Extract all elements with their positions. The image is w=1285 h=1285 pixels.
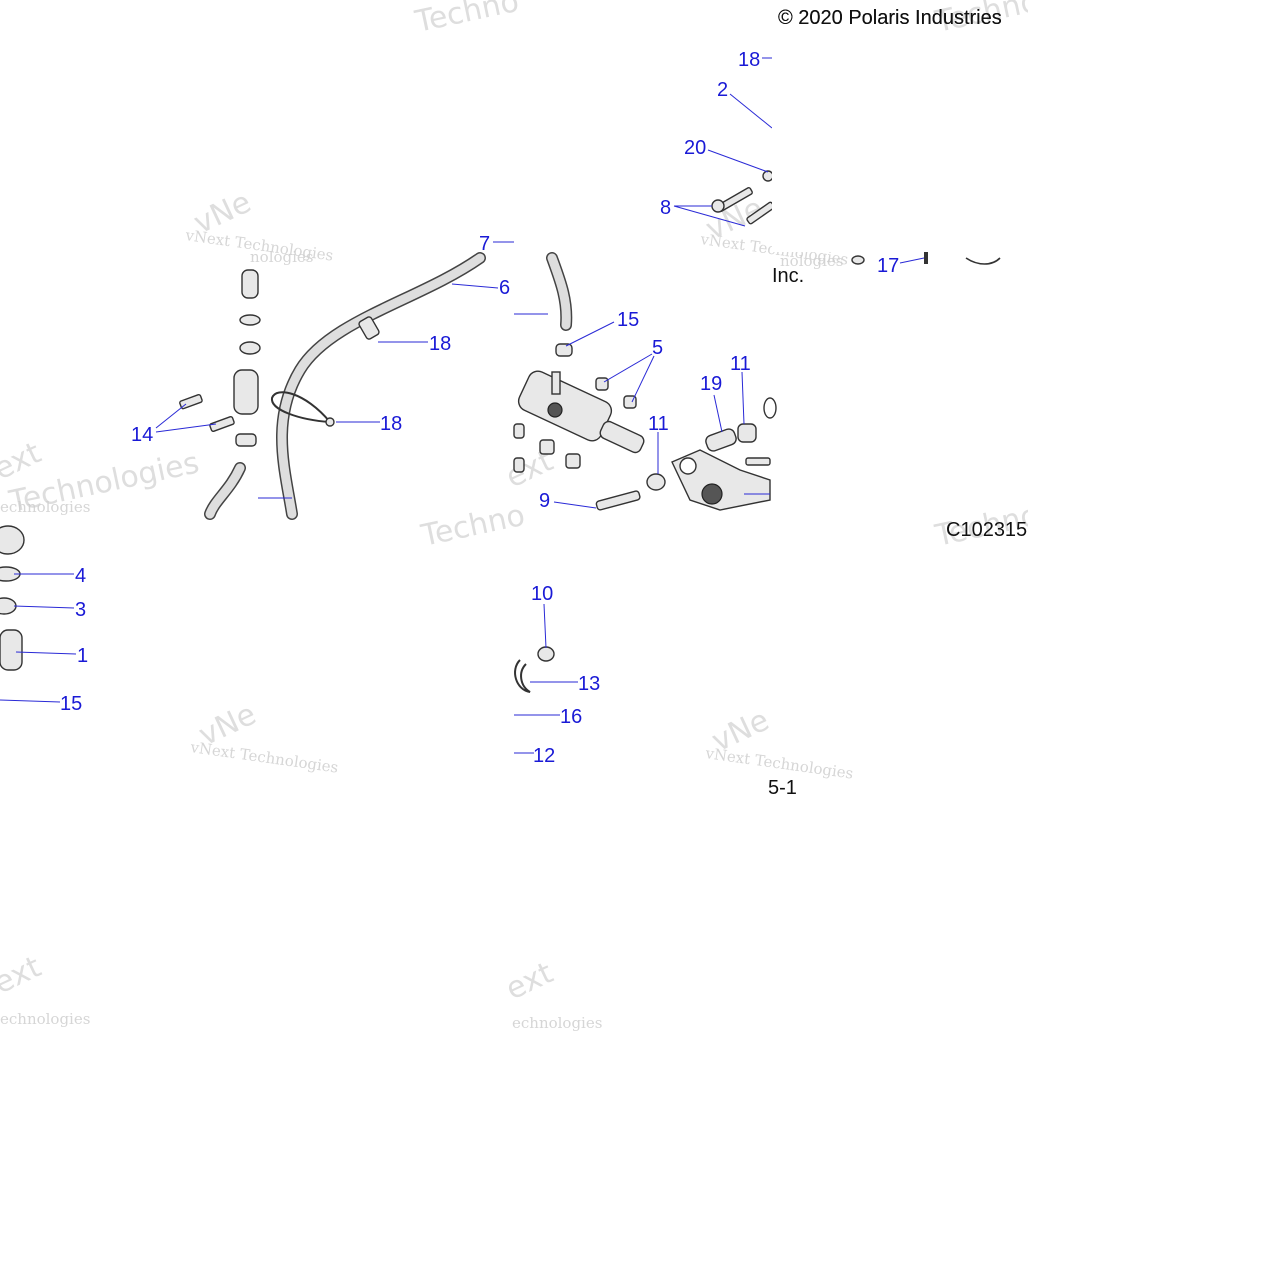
brake-hose	[204, 252, 573, 520]
copyright-text: © 2020 Polaris Industries	[778, 7, 1002, 29]
callout-5: 5	[652, 337, 663, 359]
diagram-code: C102315	[946, 519, 1027, 541]
callout-13: 13	[578, 673, 600, 695]
watermark-fragment: ext	[501, 955, 559, 1007]
callout-3: 3	[75, 599, 86, 621]
leader-lines	[0, 57, 925, 754]
callout-6: 6	[499, 277, 510, 299]
callout-18: 18	[429, 333, 451, 355]
bolt-part	[711, 170, 775, 225]
callout-2: 2	[717, 79, 728, 101]
callout-11: 11	[648, 413, 669, 435]
page-number-fragment: 5-1	[768, 777, 797, 799]
callout-8: 8	[660, 197, 671, 219]
copyright-text: © 2020 Polaris Industries	[778, 7, 1002, 29]
callout-11: 11	[730, 353, 751, 375]
callout-9: 9	[539, 490, 550, 512]
hardware-upper-right	[851, 252, 1001, 265]
callout-18: 18	[738, 49, 760, 71]
watermark-fragment: echnologies	[0, 1010, 90, 1028]
callout-20: 20	[684, 137, 706, 159]
watermark-fragment: Techno	[411, 0, 522, 40]
master-cylinder	[513, 343, 645, 511]
callout-1: 1	[77, 645, 88, 667]
bolt-part	[179, 394, 235, 432]
tile-masks	[772, 0, 1285, 1285]
callout-18: 18	[380, 413, 402, 435]
watermark-fragment: nologies	[780, 252, 844, 270]
reservoir-parts-lower	[0, 525, 25, 671]
callout-4: 4	[75, 565, 86, 587]
callout-12: 12	[533, 745, 555, 767]
callout-15: 15	[617, 309, 639, 331]
watermark-fragment: nologies	[250, 248, 314, 266]
callout-16: 16	[560, 706, 582, 728]
watermark-fragment: echnologies	[0, 498, 90, 516]
callout-14: 14	[131, 424, 153, 446]
copyright-fragment: Inc.	[772, 265, 804, 287]
callout-10: 10	[531, 583, 553, 605]
callout-19: 19	[700, 373, 722, 395]
hardware-lower	[514, 646, 555, 693]
callout-labels: 18 2 20 8 7 6 17 18 15 5 19 11 18 14 11 …	[60, 49, 899, 767]
reservoir-assembly	[233, 269, 261, 447]
callout-7: 7	[479, 233, 490, 255]
callout-15: 15	[60, 693, 82, 715]
watermark-fragment: Techno	[417, 498, 528, 554]
callout-17: 17	[877, 255, 899, 277]
watermark-fragment: ext	[0, 949, 47, 1001]
watermark-fragment: echnologies	[512, 1014, 602, 1032]
pedal-bracket	[646, 397, 777, 511]
hose-clamp	[271, 316, 380, 427]
